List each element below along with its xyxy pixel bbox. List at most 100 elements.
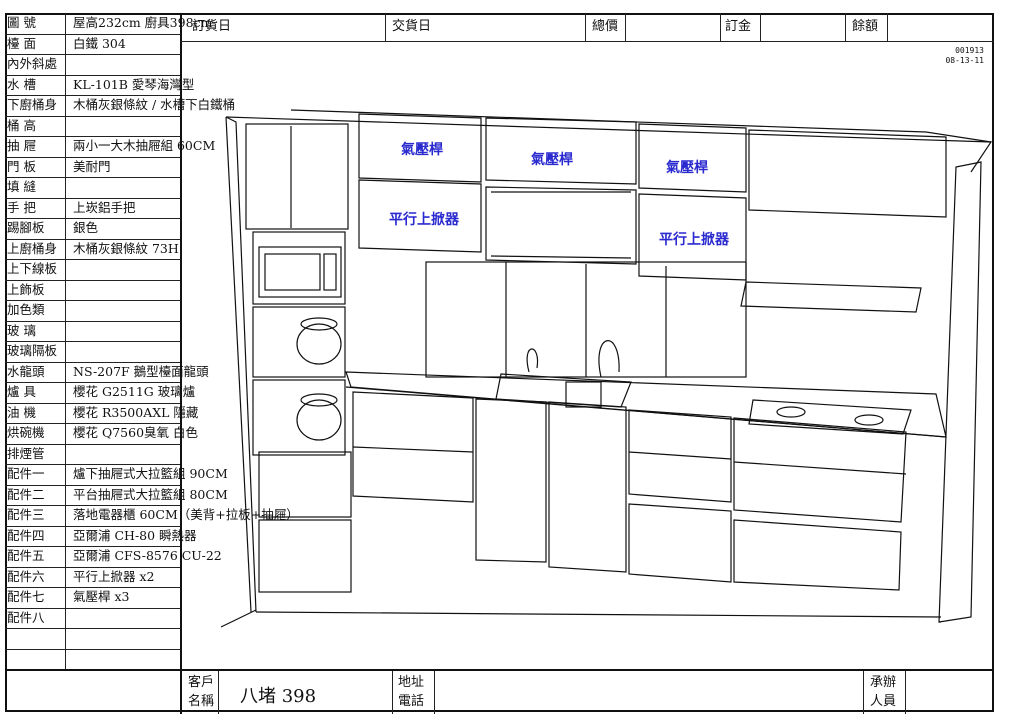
spec-label: 玻璃隔板 [5, 341, 66, 362]
spec-row: 水龍頭 NS-207F 鵝型檯面龍頭 [5, 361, 209, 383]
spec-label: 排煙管 [5, 443, 66, 464]
spec-row: 門 板美耐門 [5, 156, 180, 178]
spec-row: 配件五亞爾浦 CFS-8576 CU-22 [5, 546, 222, 568]
phone-label: 電話 [398, 694, 425, 709]
spec-row: 上下線板 [5, 259, 180, 281]
spec-value: 櫻花 G2511G 玻璃爐 [73, 384, 196, 399]
delivery-date-label: 交貨日 [392, 19, 432, 34]
customer-label: 客戶 [188, 675, 215, 690]
customer-label: 名稱 [188, 694, 215, 709]
spec-row: 加色類 [5, 300, 180, 322]
spec-row: 手 把上崁鋁手把 [5, 197, 180, 219]
spec-label: 配件五 [5, 546, 66, 567]
spec-row: 油 機櫻花 R3500AXL 隱藏 [5, 402, 198, 424]
spec-value: 平台抽屜式大拉籃組 80CM [73, 486, 228, 502]
spec-value: 屋高232cm 廚具398cm [73, 15, 213, 30]
spec-row: 配件四亞爾浦 CH-80 瞬熱器 [5, 525, 197, 547]
spec-row: 配件一爐下抽屜式大拉籃組 90CM [5, 464, 228, 486]
spec-label: 玻 璃 [5, 320, 66, 341]
drawing-sheet [5, 13, 994, 712]
total-price-label: 總價 [592, 19, 619, 34]
spec-label: 配件七 [5, 587, 66, 608]
drawing-code: 001913 08-13-11 [945, 46, 984, 66]
spec-row: 內外斜處 [5, 54, 180, 76]
spec-row: 配件八 [5, 607, 180, 629]
spec-label [5, 628, 66, 649]
spec-footer-blank [5, 669, 182, 714]
spec-value: 木桶灰銀條紋 73H [73, 240, 179, 256]
spec-label: 油 機 [5, 402, 66, 423]
spec-label: 上廚桶身 [5, 238, 66, 259]
spec-value: 櫻花 R3500AXL 隱藏 [73, 404, 199, 420]
spec-label: 配件六 [5, 566, 66, 587]
spec-label [5, 648, 66, 669]
spec-row: 填 縫 [5, 177, 180, 199]
spec-row: 上廚桶身木桶灰銀條紋 73H [5, 238, 180, 260]
spec-value: 木桶灰銀條紋 / 水槽下白鐵桶 [73, 97, 236, 112]
spec-row: 踢腳板銀色 [5, 218, 180, 240]
spec-row: 排煙管 [5, 443, 180, 465]
kitchen-elevation-drawing: 氣壓桿 氣壓桿 氣壓桿 平行上掀器 平行上掀器 [220, 109, 993, 628]
order-date-label: 訂貨日 [192, 19, 232, 34]
spec-label: 下廚桶身 [5, 95, 66, 116]
spec-value: 兩小一大木抽屜組 60CM [73, 138, 216, 153]
spec-label: 水 槽 [5, 74, 66, 95]
spec-label: 配件二 [5, 484, 66, 505]
spec-label: 上飾板 [5, 279, 66, 300]
spec-label: 配件八 [5, 607, 66, 628]
spec-label: 配件四 [5, 525, 66, 546]
spec-label: 烘碗機 [5, 423, 66, 444]
spec-row: 檯 面白鐵 304 [5, 33, 180, 55]
spec-row: 配件六平行上掀器 x2 [5, 566, 180, 588]
address-label: 地址 [398, 675, 425, 690]
drawing-code-number: 001913 [955, 46, 984, 55]
spec-label: 配件一 [5, 464, 66, 485]
spec-row-figure-no: 圖 號 屋高232cm 廚具398cm [5, 13, 212, 35]
spec-value: NS-207F 鵝型檯面龍頭 [73, 363, 209, 379]
gas-strut-note: 氣壓桿 [666, 159, 708, 175]
drawing-code-date: 08-13-11 [945, 56, 984, 65]
lift-note: 平行上掀器 [659, 231, 730, 247]
spec-row: 桶 高 [5, 115, 180, 137]
spec-row: 烘碗機櫻花 Q7560臭氧 白色 [5, 423, 198, 445]
spec-row: 配件三落地電器櫃 60CM（美背+拉板+抽屜） [5, 505, 299, 527]
spec-row: 爐 具櫻花 G2511G 玻璃爐 [5, 382, 195, 404]
spec-row: 上飾板 [5, 279, 180, 301]
order-info-bar: 訂貨日 交貨日 總價 訂金 餘額 [180, 13, 994, 42]
spec-row: 配件二平台抽屜式大拉籃組 80CM [5, 484, 228, 506]
spec-label: 抽 屜 [5, 136, 66, 157]
spec-label: 上下線板 [5, 259, 66, 280]
spec-value: 上崁鋁手把 [73, 199, 136, 215]
spec-row: 配件七氣壓桿 x3 [5, 587, 180, 609]
spec-label: 水龍頭 [5, 361, 66, 382]
spec-label: 桶 高 [5, 115, 66, 136]
spec-label: 配件三 [5, 505, 66, 526]
customer-info-bar: 客戶 名稱 地址 電話 承辦 人員 [180, 669, 994, 714]
customer-name: 八堵 398 [240, 686, 317, 707]
spec-row: 玻璃隔板 [5, 341, 180, 363]
spec-label: 爐 具 [5, 382, 66, 403]
spec-value: 氣壓桿 x3 [73, 589, 130, 604]
spec-value: 亞爾浦 CFS-8576 CU-22 [73, 548, 222, 563]
gas-strut-note: 氣壓桿 [401, 141, 443, 157]
spec-label: 內外斜處 [5, 54, 66, 75]
spec-row [5, 628, 180, 650]
spec-value: KL-101B 愛琴海灣型 [73, 76, 195, 92]
spec-value: 美耐門 [73, 158, 111, 174]
spec-value: 爐下抽屜式大拉籃組 90CM [73, 466, 228, 481]
spec-row: 抽 屜兩小一大木抽屜組 60CM [5, 136, 215, 158]
spec-label: 檯 面 [5, 33, 66, 54]
spec-label: 門 板 [5, 156, 66, 177]
gas-strut-note: 氣壓桿 [531, 151, 573, 167]
handler-label: 人員 [870, 694, 897, 709]
spec-value: 落地電器櫃 60CM（美背+拉板+抽屜） [73, 507, 299, 522]
spec-label: 踢腳板 [5, 218, 66, 239]
spec-label: 填 縫 [5, 177, 66, 198]
spec-value: 白鐵 304 [73, 35, 126, 51]
spec-label: 加色類 [5, 300, 66, 321]
spec-row: 水 槽 KL-101B 愛琴海灣型 [5, 74, 194, 96]
spec-row [5, 648, 180, 670]
deposit-label: 訂金 [725, 19, 752, 34]
spec-value: 亞爾浦 CH-80 瞬熱器 [73, 527, 197, 543]
